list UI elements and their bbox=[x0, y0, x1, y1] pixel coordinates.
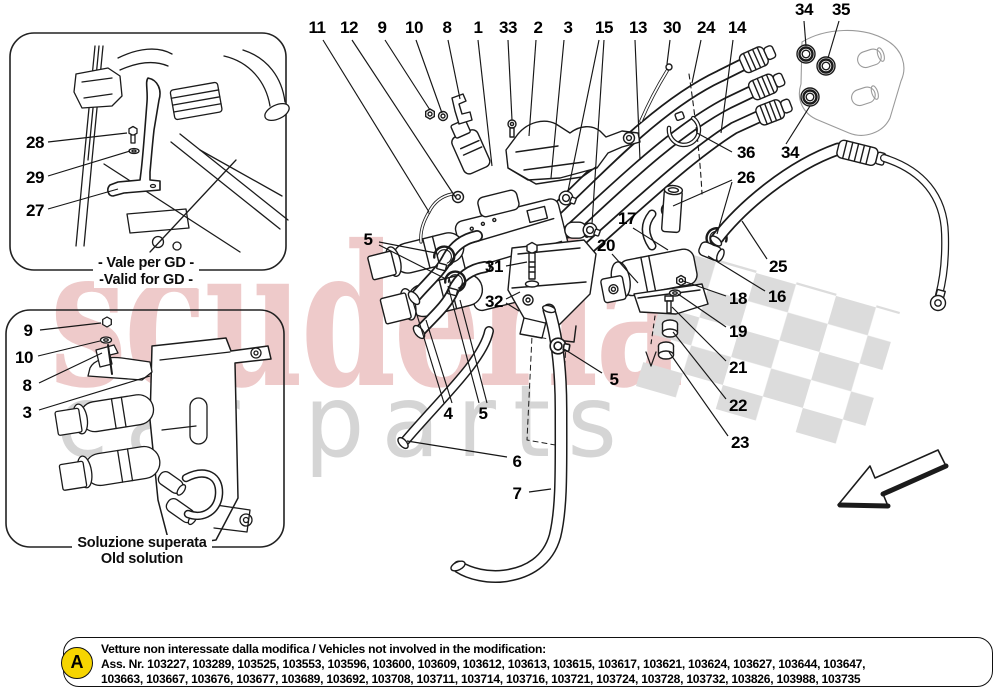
clip-8 bbox=[451, 93, 473, 125]
hose-14 bbox=[575, 94, 795, 261]
hose-4a bbox=[407, 230, 483, 306]
caption-valid-for-gd: -Valid for GD - bbox=[46, 272, 246, 288]
washer-10-old bbox=[99, 336, 113, 344]
hose-7 bbox=[450, 303, 568, 583]
ghost-manifold-outline bbox=[798, 29, 905, 136]
grommet-22 bbox=[661, 319, 679, 338]
note-line-1: Vetture non interessate dalla modifica /… bbox=[101, 641, 546, 656]
solenoid-valves-old bbox=[54, 394, 161, 491]
rod-30 bbox=[639, 63, 673, 123]
nut-9 bbox=[425, 108, 435, 120]
washer-29 bbox=[128, 147, 140, 155]
washer-10 bbox=[437, 110, 449, 122]
seal-35 bbox=[815, 55, 837, 77]
hose-25 bbox=[709, 139, 950, 312]
seal-34-top bbox=[795, 43, 817, 65]
note-line-2: Ass. Nr. 103227, 103289, 103525, 103553,… bbox=[101, 656, 866, 671]
bolt-28 bbox=[128, 125, 138, 144]
bolt-21 bbox=[664, 295, 674, 314]
nut-18 bbox=[676, 274, 686, 287]
seal-34-lower bbox=[799, 86, 821, 108]
caption-soluzione-superata: Soluzione superata bbox=[32, 535, 252, 551]
inset-old-solution-border bbox=[5, 309, 285, 548]
upper-bracket bbox=[505, 120, 641, 185]
inset-valid-gd-art bbox=[73, 45, 290, 253]
valve-body-20 bbox=[600, 248, 698, 304]
nut-9-old bbox=[102, 316, 112, 328]
grommet-23 bbox=[657, 341, 675, 360]
note-line-3: 103663, 103667, 103676, 103677, 103689, … bbox=[101, 672, 861, 687]
caption-vale-per-gd: - Vale per GD - bbox=[46, 255, 246, 271]
hose-6 bbox=[397, 326, 494, 450]
sensor-1 bbox=[450, 119, 491, 175]
direction-arrow bbox=[837, 449, 949, 509]
main-assembly-art bbox=[367, 29, 950, 583]
screw-33 bbox=[507, 119, 517, 138]
callout-leader-lines bbox=[37, 20, 840, 493]
clamp-36 bbox=[666, 111, 702, 148]
note-text: Vetture non interessate dalla modifica /… bbox=[101, 642, 986, 688]
bracket-gd bbox=[107, 77, 161, 197]
caption-old-solution: Old solution bbox=[32, 551, 252, 567]
pipe-17 bbox=[641, 184, 684, 251]
note-badge-a: A bbox=[61, 647, 93, 679]
bolt-31 bbox=[524, 241, 540, 288]
inset-old-solution-art bbox=[54, 316, 272, 547]
note-box: A Vetture non interessate dalla modifica… bbox=[61, 637, 993, 688]
